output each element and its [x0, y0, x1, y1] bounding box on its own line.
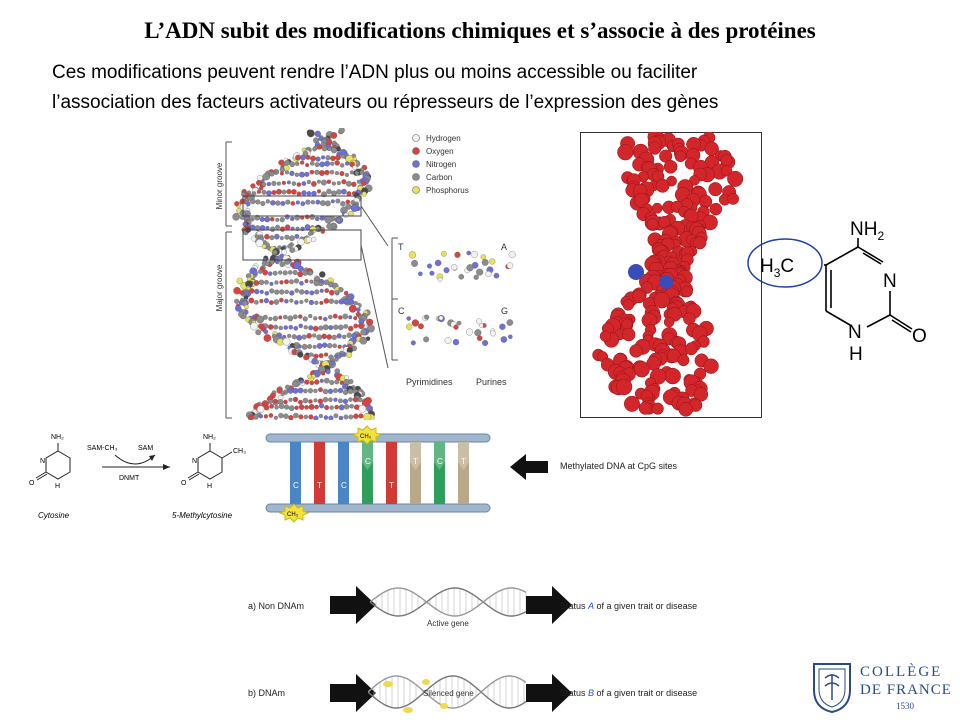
- svg-text:CH₃: CH₃: [287, 512, 299, 518]
- base-pair-rung: [362, 442, 373, 504]
- methyl-mark-2: [659, 275, 673, 289]
- nh2-group: NH2: [850, 219, 884, 243]
- legend-label: Carbon: [426, 173, 452, 182]
- ch3-badge-top: [351, 425, 383, 445]
- methyl-mark-1: [628, 264, 644, 280]
- legend-swatch: [412, 160, 420, 168]
- methylated-dna-ladder: C T C C T T C T CH₃ CH₃: [265, 425, 491, 523]
- pyrimidines-label: Pyrimidines: [406, 377, 453, 387]
- ch3-badge-bottom: [278, 503, 310, 523]
- base-pair-rung: [410, 442, 421, 504]
- h3c-group: H3C: [760, 256, 794, 280]
- active-gene-helix: [370, 587, 527, 617]
- ring-nh-h: H: [849, 344, 863, 365]
- logo-year: 1530: [896, 701, 914, 711]
- base-letter-top: C: [437, 457, 443, 466]
- methyl-highlight-circle: [747, 238, 823, 288]
- methylcytosine-nh2: NH₂: [203, 434, 216, 441]
- base-pair-rung: [290, 442, 301, 504]
- svg-text:CH₃: CH₃: [360, 434, 372, 440]
- helix-atoms: [232, 128, 375, 420]
- college-de-france-crest: [813, 663, 851, 714]
- slide-title: L’ADN subit des modifications chimiques …: [144, 18, 816, 43]
- status-a-text: Status A of a given trait or disease: [560, 601, 698, 611]
- label-a: A: [501, 242, 507, 252]
- svg-text:O: O: [181, 480, 187, 487]
- svg-text:O: O: [29, 480, 35, 487]
- svg-text:N: N: [192, 458, 197, 465]
- base-letter-top: T: [461, 457, 466, 466]
- subtitle-line-1: Ces modifications peuvent rendre l’ADN p…: [52, 62, 698, 83]
- legend-swatch: [412, 147, 420, 155]
- methylcytosine-label: 5-Methylcytosine: [172, 511, 233, 520]
- base-pair-rung: [434, 442, 445, 504]
- label-g: G: [501, 306, 508, 316]
- legend-swatch: [412, 134, 420, 142]
- cytosine-label: Cytosine: [38, 511, 70, 520]
- silenced-gene-helix: [368, 675, 527, 713]
- helix-b-strands: [368, 675, 527, 709]
- base-pair-rung: [314, 442, 325, 504]
- dnmt-label: DNMT: [119, 475, 140, 482]
- dna-helix-model: Minor groove Major groove HydrogenOxygen…: [215, 128, 516, 420]
- cytosine-nh2: NH₂: [51, 434, 64, 441]
- active-gene-label: Active gene: [427, 619, 469, 628]
- methylation-reaction: NH₂ NH₂ CH₃ N N O O H H SAM-CH₃ SAM DNMT…: [29, 434, 246, 520]
- base-pair-detail: [406, 250, 516, 346]
- base-letter-bottom: T: [317, 481, 322, 490]
- methylated-dna-label: Methylated DNA at CpG sites: [560, 461, 678, 471]
- label-t: T: [398, 242, 404, 252]
- backbone-bottom: [265, 503, 491, 513]
- svg-text:H: H: [55, 483, 60, 490]
- legend-label: Hydrogen: [426, 134, 461, 143]
- svg-text:H: H: [207, 483, 212, 490]
- label-c: C: [398, 306, 405, 316]
- base-pair-rung: [386, 442, 397, 504]
- base-letter-bottom: T: [389, 481, 394, 490]
- sam-label: SAM: [138, 445, 153, 452]
- legend-swatch: [412, 173, 420, 181]
- methylcytosine-structure: H3C NH2 N O N H: [747, 219, 927, 365]
- base-pair-rung: [458, 442, 469, 504]
- ring-nitrogen: N: [883, 271, 897, 292]
- legend-label: Oxygen: [426, 147, 454, 156]
- silenced-gene-label: Silenced gene: [423, 689, 474, 698]
- arrow-right-icon: [526, 674, 572, 712]
- base-letter-top: C: [365, 457, 371, 466]
- helix-a-strands: [370, 587, 527, 617]
- protein-spheres: [592, 132, 744, 417]
- arrow-left-icon: [510, 454, 548, 480]
- base-letter-bottom: C: [293, 481, 299, 490]
- status-b-text: Status B of a given trait or disease: [560, 688, 698, 698]
- ring-nh-n: N: [848, 322, 862, 343]
- svg-text:N: N: [40, 458, 45, 465]
- logo-line-1: COLLÈGE: [860, 664, 943, 680]
- space-filling-dna-model: [580, 132, 762, 418]
- row-b-label: b) DNAm: [248, 688, 286, 698]
- arrow-right-icon: [330, 674, 376, 712]
- base-pair-rung: [338, 442, 349, 504]
- legend-label: Nitrogen: [426, 160, 456, 169]
- base-letter-top: T: [413, 457, 418, 466]
- sam-ch3-label: SAM-CH₃: [87, 445, 118, 452]
- purines-label: Purines: [476, 377, 507, 387]
- methylcytosine-ch3: CH₃: [233, 448, 246, 455]
- legend-swatch: [412, 186, 420, 194]
- subtitle-line-2: l’association des facteurs activateurs o…: [52, 92, 719, 113]
- major-groove-label: Major groove: [215, 264, 224, 311]
- logo-line-2: DE FRANCE: [860, 682, 952, 698]
- minor-groove-label: Minor groove: [215, 162, 224, 209]
- ladder-rungs: C T C C T T C T: [290, 442, 469, 504]
- row-a-label: a) Non DNAm: [248, 601, 305, 611]
- arrow-right-icon: [526, 586, 572, 624]
- arrow-right-icon: [330, 586, 376, 624]
- carbonyl-oxygen: O: [912, 326, 927, 347]
- legend-label: Phosphorus: [426, 186, 469, 195]
- base-letter-bottom: C: [341, 481, 347, 490]
